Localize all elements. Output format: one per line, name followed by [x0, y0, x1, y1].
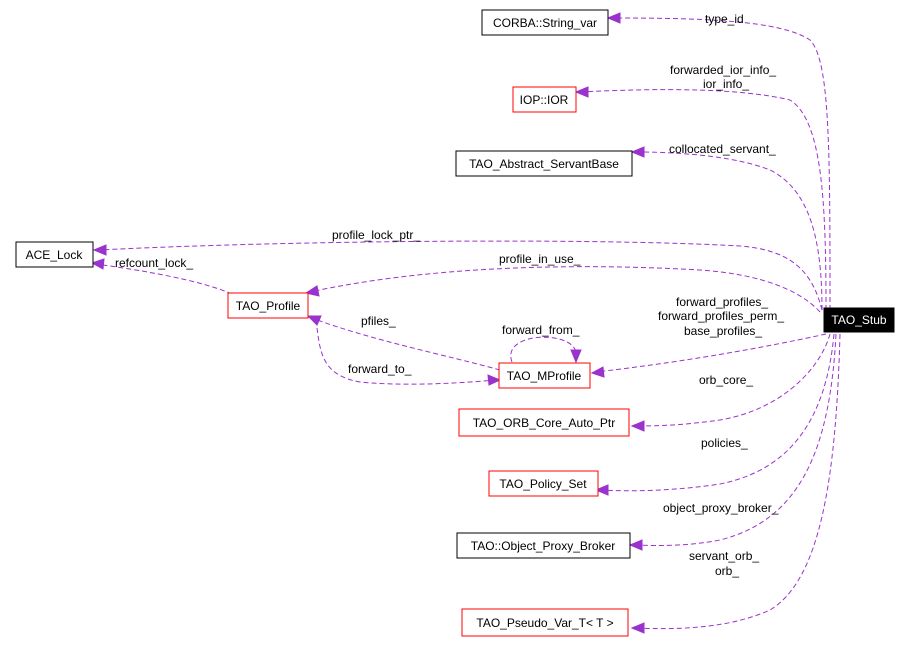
label-forwarded-ior-info: forwarded_ior_info_: [670, 63, 776, 77]
node-box: [227, 292, 309, 319]
node-tao-policy-set[interactable]: TAO_Policy_Set: [488, 470, 599, 497]
label-ior-info: ior_info_: [703, 77, 749, 91]
label-type-id: type_id: [705, 12, 744, 26]
edge-policies: [599, 333, 835, 492]
node-label: TAO_ORB_Core_Auto_Ptr: [473, 416, 616, 430]
node-label: TAO::Object_Proxy_Broker: [471, 539, 616, 553]
arrowhead-object-proxy-broker: [628, 539, 643, 551]
edge-type-id: [611, 17, 831, 311]
label-collocated-servant: collocated_servant_: [669, 142, 776, 156]
node-box: [458, 408, 630, 437]
node-corba-string-var[interactable]: CORBA::String_var: [481, 9, 609, 36]
arrowhead-orb-core: [630, 420, 645, 432]
node-box: [498, 362, 591, 389]
label-forward-profiles: forward_profiles_: [676, 295, 768, 309]
arrowhead-profile-lock-ptr: [92, 244, 107, 256]
arrowhead-ior-info: [574, 86, 589, 98]
edge-forward-from: [510, 336, 577, 363]
arrowhead-type-id: [606, 12, 621, 24]
node-label: TAO_Profile: [236, 299, 301, 313]
edge-forward-profiles: [595, 333, 827, 373]
edge-forward-to: [315, 319, 497, 385]
arrowhead-profile-in-use: [304, 285, 320, 297]
node-tao-mprofile[interactable]: TAO_MProfile: [498, 362, 591, 389]
edge-refcount-lock: [95, 263, 233, 295]
arrowhead-forward-to: [487, 374, 502, 386]
label-servant-orb: servant_orb_: [689, 549, 759, 563]
arrowhead-refcount-lock: [90, 258, 105, 270]
label-forward-from: forward_from_: [502, 323, 580, 337]
edge-object-proxy-broker: [633, 333, 837, 546]
node-tao-orb-core-auto-ptr[interactable]: TAO_ORB_Core_Auto_Ptr: [458, 408, 630, 437]
edge-profile-in-use: [309, 266, 821, 313]
edge-pfiles: [311, 317, 501, 371]
node-ace-lock[interactable]: ACE_Lock: [15, 241, 94, 268]
node-iop-ior[interactable]: IOP::IOR: [512, 86, 577, 113]
label-orb-core: orb_core_: [699, 373, 753, 387]
edge-profile-lock-ptr: [97, 240, 823, 311]
node-tao-pseudo-var[interactable]: TAO_Pseudo_Var_T< T >: [461, 608, 629, 637]
edge-orb: [635, 333, 841, 630]
node-box: [481, 9, 609, 36]
label-object-proxy-broker: object_proxy_broker_: [663, 501, 779, 515]
edges: [90, 12, 841, 634]
arrowhead-collocated-servant: [630, 146, 645, 158]
node-box: [15, 241, 94, 268]
arrowhead-pfiles: [306, 315, 322, 326]
node-tao-stub[interactable]: TAO_Stub: [823, 307, 895, 333]
node-tao-abstract-servantbase[interactable]: TAO_Abstract_ServantBase: [455, 150, 633, 177]
label-profile-in-use: profile_in_use_: [499, 252, 581, 266]
node-label: TAO_Stub: [831, 313, 886, 327]
node-label: TAO_Abstract_ServantBase: [469, 157, 619, 171]
node-label: TAO_Pseudo_Var_T< T >: [476, 616, 613, 630]
node-label: TAO_Policy_Set: [499, 477, 587, 491]
arrowhead-forward-profiles: [590, 366, 605, 378]
node-box: [488, 470, 599, 497]
node-box: [456, 532, 631, 559]
label-policies: policies_: [701, 436, 748, 450]
nodes: CORBA::String_var IOP::IOR TAO_Abstract_…: [15, 9, 895, 637]
node-label: IOP::IOR: [520, 93, 569, 107]
edge-orb-core: [635, 333, 831, 427]
label-forward-profiles-perm: forward_profiles_perm_: [658, 309, 784, 323]
arrowhead-policies: [594, 484, 609, 496]
edge-labels: type_id forwarded_ior_info_ ior_info_ co…: [115, 12, 784, 578]
node-box: [823, 307, 895, 333]
label-refcount-lock: refcount_lock_: [115, 256, 193, 270]
label-profile-lock-ptr: profile_lock_ptr_: [332, 228, 420, 242]
node-label: CORBA::String_var: [493, 16, 597, 30]
node-box: [455, 150, 633, 177]
arrowhead-orb: [630, 622, 645, 634]
node-box: [461, 608, 629, 637]
arrowhead-forward-from: [570, 349, 582, 364]
node-tao-profile[interactable]: TAO_Profile: [227, 292, 309, 319]
label-base-profiles: base_profiles_: [684, 324, 762, 338]
edge-collocated-servant: [635, 151, 823, 311]
node-box: [512, 86, 577, 113]
label-pfiles: pfiles_: [361, 314, 396, 328]
node-tao-object-proxy-broker[interactable]: TAO::Object_Proxy_Broker: [456, 532, 631, 559]
node-label: TAO_MProfile: [507, 369, 582, 383]
label-orb: orb_: [715, 564, 739, 578]
edge-ior-info: [579, 89, 827, 311]
label-forward-to: forward_to_: [348, 362, 412, 376]
node-label: ACE_Lock: [26, 248, 84, 262]
